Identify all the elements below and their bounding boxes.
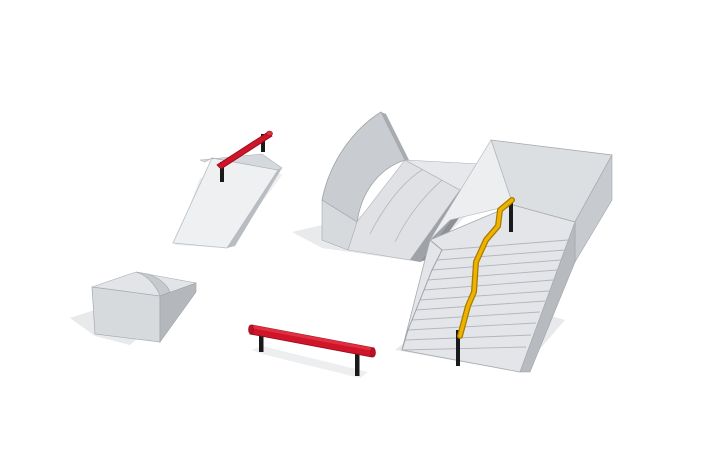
flat-bar-end-cap-right [370, 347, 376, 358]
stair-set-with-yellow-handrail[interactable] [395, 139, 613, 373]
yellow-handrail-highlight [458, 198, 514, 338]
kicker-rail-end-cap [266, 130, 273, 137]
ledge-box[interactable] [70, 271, 198, 345]
flat-bar-rail-top [251, 325, 374, 351]
red-flat-bar[interactable] [248, 324, 376, 378]
halfpipe-left-wall-edge [381, 112, 409, 160]
ledge-side-face [159, 282, 197, 343]
kicker-top-lip [199, 153, 283, 171]
kicker-red-rail [216, 131, 273, 170]
stairs-left-edge-steps [401, 239, 443, 351]
flat-bar-end-cap-left [248, 324, 254, 335]
flat-bar-post-right [355, 354, 360, 376]
flat-bar-shadow [252, 346, 368, 378]
handrail-post-bottom [456, 330, 460, 366]
kicker-rail-post-right [261, 134, 265, 152]
kicker-ramp-with-red-rail[interactable] [172, 130, 283, 249]
kicker-slope [172, 157, 279, 249]
stairs-landing-front [429, 139, 514, 241]
flat-bar-post-left [259, 334, 264, 352]
kicker-side [227, 168, 282, 248]
ledge-front-face [91, 286, 161, 343]
ledge-curve-cutout [135, 271, 171, 297]
handrail-post-top [509, 202, 513, 232]
kicker-rail-post-left [220, 162, 224, 182]
stair-steps [401, 239, 569, 351]
